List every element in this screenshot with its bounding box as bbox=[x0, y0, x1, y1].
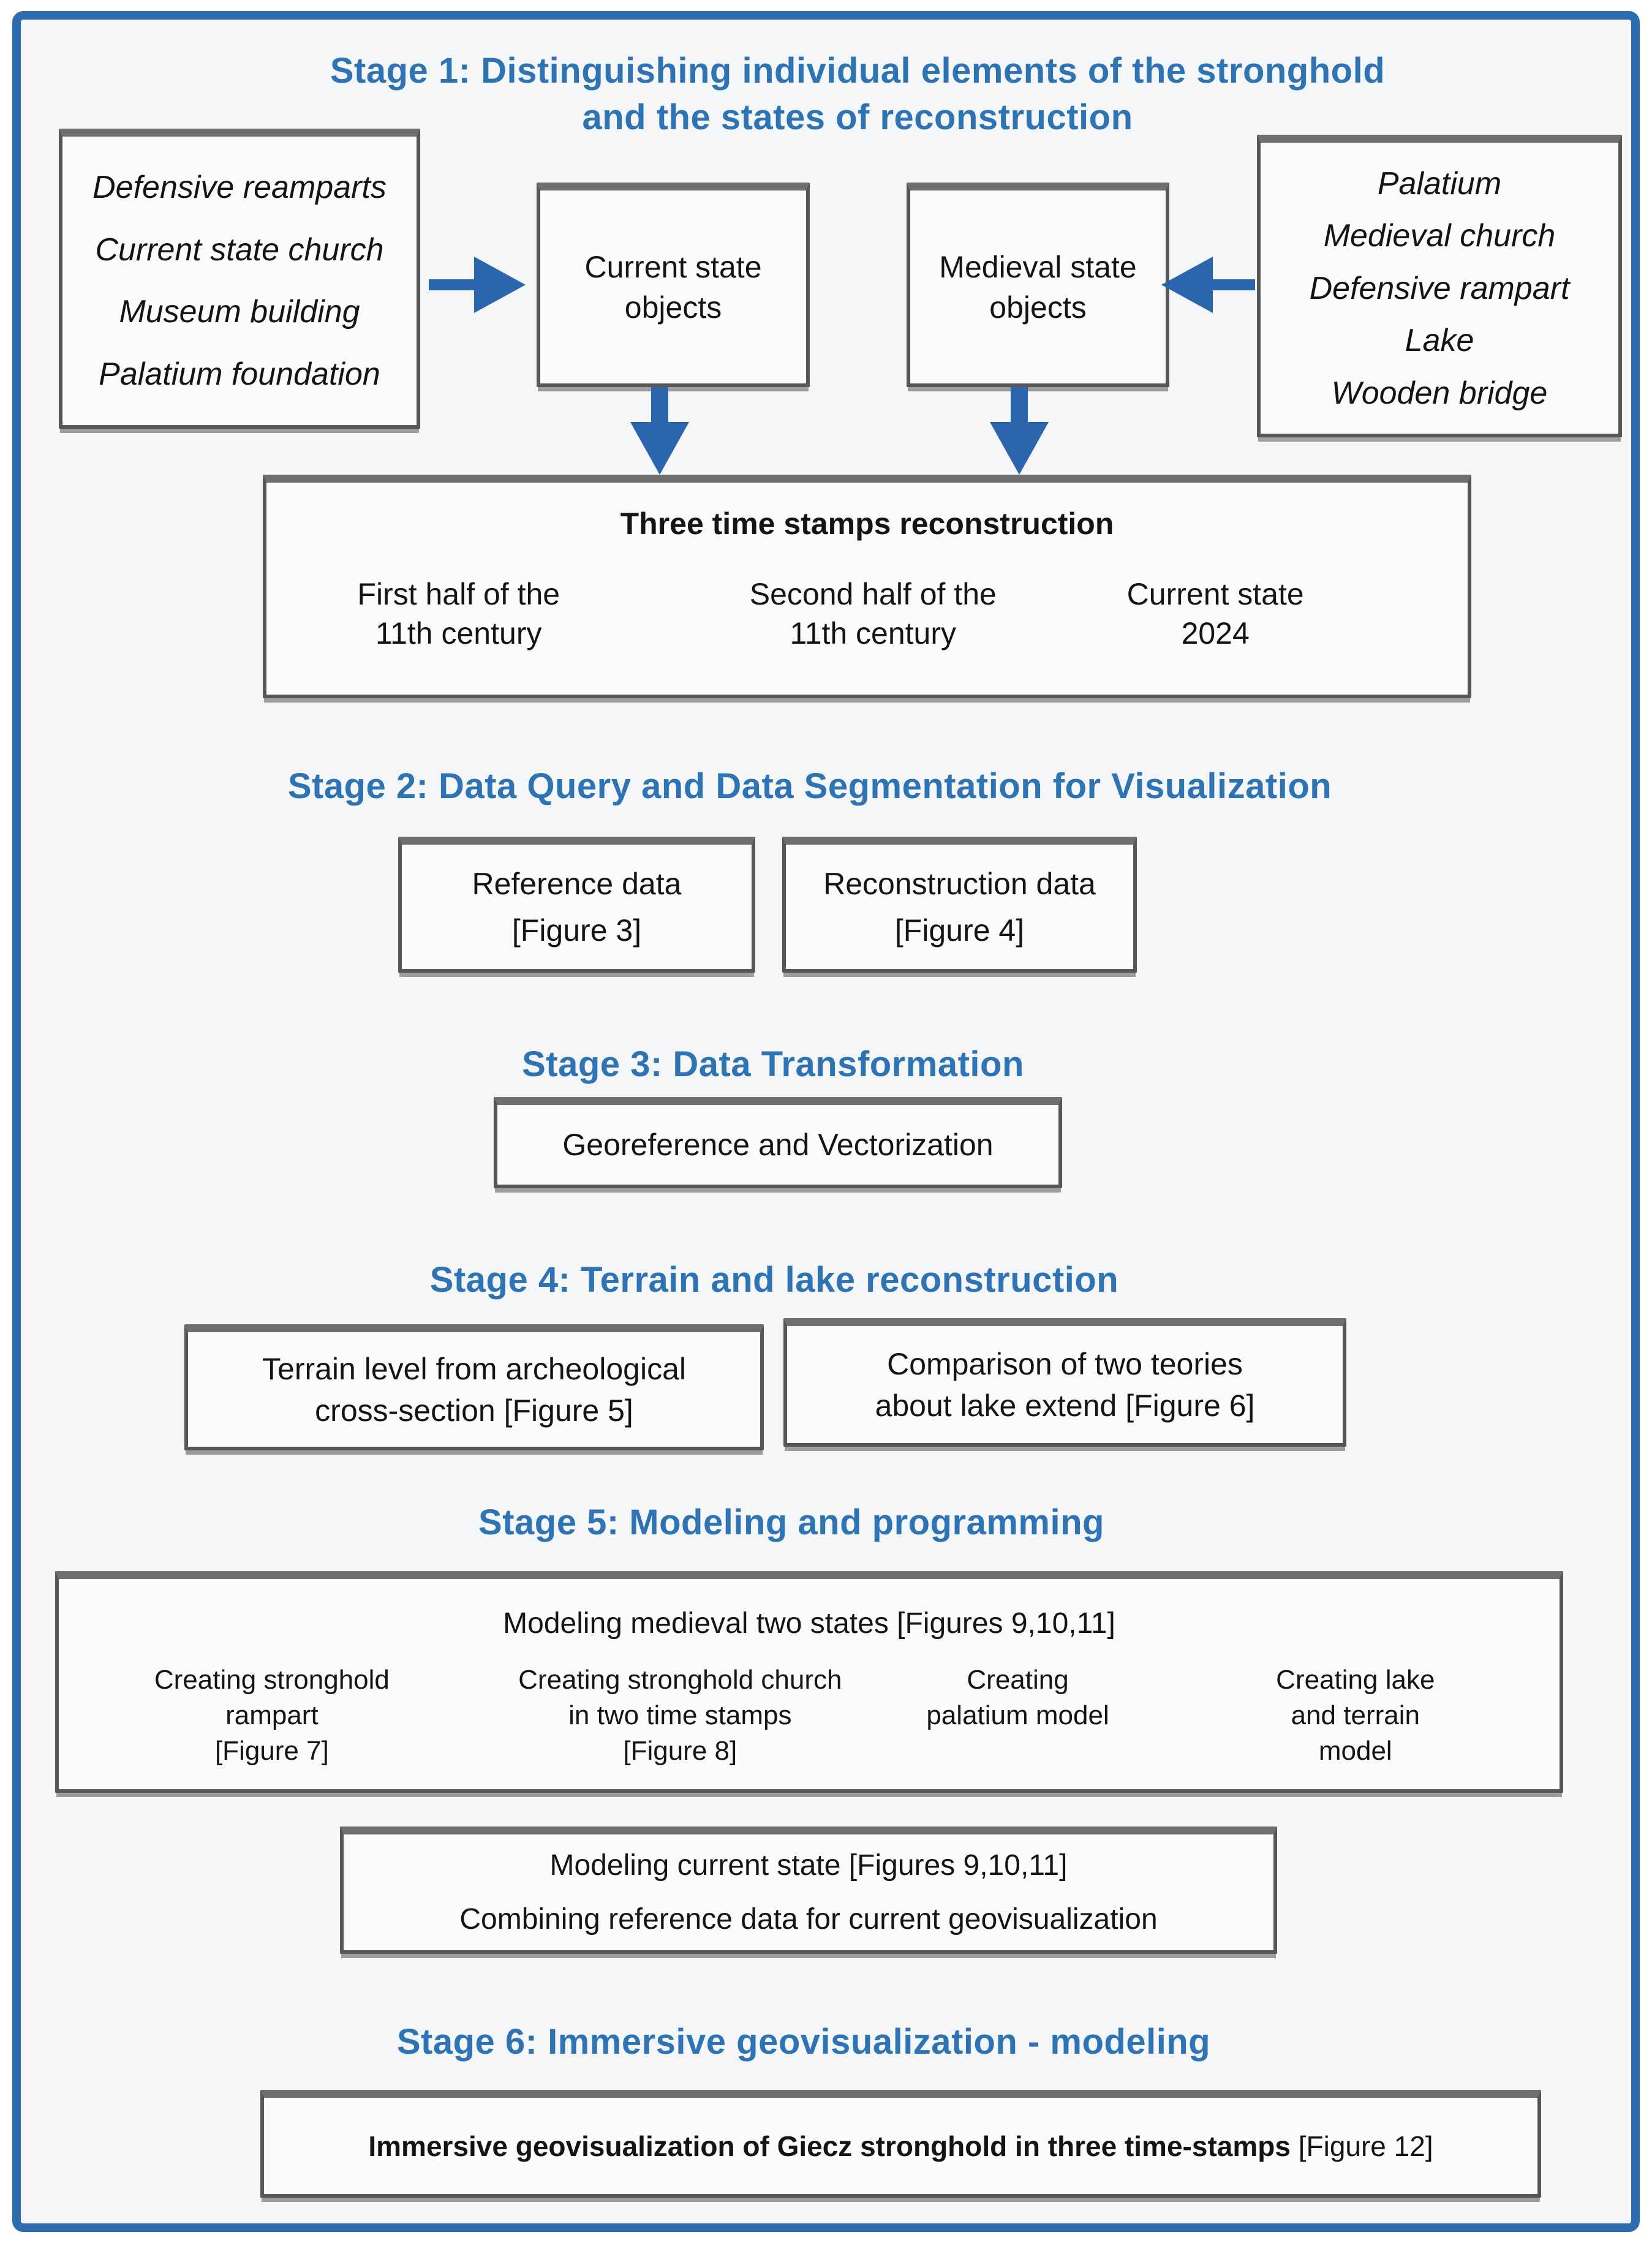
stage6-title: Stage 6: Immersive geovisualization - mo… bbox=[396, 2022, 1211, 2062]
box-line: Comparison of two teories bbox=[887, 1346, 1243, 1381]
box-figure-ref: [Figure 12] bbox=[1290, 2130, 1433, 2162]
arrow-right-icon bbox=[429, 257, 526, 313]
box-line: Modeling current state [Figures 9,10,11] bbox=[549, 1849, 1068, 1882]
col-line: and terrain model bbox=[1291, 1700, 1420, 1766]
arrow-down-icon bbox=[630, 387, 689, 475]
box-line: Georeference and Vectorization bbox=[562, 1128, 994, 1162]
col-line: palatium model bbox=[926, 1700, 1109, 1730]
timestamp-line: First half of the bbox=[357, 577, 560, 611]
creating-lake-terrain-item: Creating lake and terrain model bbox=[1253, 1662, 1457, 1769]
timestamp-first-half: First half of the 11th century bbox=[357, 575, 560, 653]
source-item: Current state church bbox=[95, 232, 384, 268]
arrow-tail bbox=[429, 279, 474, 290]
georeference-box: Georeference and Vectorization bbox=[494, 1097, 1062, 1188]
reference-data-box: Reference data [Figure 3] bbox=[398, 837, 755, 973]
medieval-state-sources-box: Palatium Medieval church Defensive rampa… bbox=[1257, 135, 1622, 437]
time-box-title: Three time stamps reconstruction bbox=[620, 507, 1114, 541]
col-line: Creating stronghold bbox=[154, 1665, 390, 1695]
current-state-sources-box: Defensive reamparts Current state church… bbox=[59, 129, 420, 429]
timestamp-line: Second half of the bbox=[749, 577, 997, 611]
arrow-head bbox=[1161, 257, 1213, 313]
box-line: cross-section [Figure 5] bbox=[315, 1393, 633, 1428]
source-item: Defensive rampart bbox=[1309, 270, 1570, 306]
box-line-bold: Immersive geovisualization of Giecz stro… bbox=[368, 2130, 1291, 2162]
three-time-stamps-box: Three time stamps reconstruction First h… bbox=[263, 475, 1471, 698]
lake-comparison-box: Comparison of two teories about lake ext… bbox=[783, 1318, 1346, 1447]
box-line: objects bbox=[989, 290, 1087, 325]
col-line: [Figure 7] bbox=[214, 1736, 329, 1766]
stage1-title: Stage 1: Distinguishing individual eleme… bbox=[63, 48, 1652, 141]
source-item: Palatium foundation bbox=[99, 356, 380, 393]
arrow-tail bbox=[651, 387, 668, 422]
source-item: Wooden bridge bbox=[1331, 375, 1548, 411]
box-line: about lake extend [Figure 6] bbox=[875, 1388, 1255, 1423]
arrow-tail bbox=[1011, 387, 1028, 422]
col-line: Creating stronghold church bbox=[518, 1665, 842, 1695]
col-line: Creating lake bbox=[1276, 1665, 1435, 1695]
source-item: Museum building bbox=[119, 294, 360, 330]
timestamp-line: 11th century bbox=[375, 616, 542, 650]
timestamp-line: 11th century bbox=[790, 616, 957, 650]
box-line: Medieval state bbox=[939, 249, 1137, 284]
arrow-left-icon bbox=[1161, 257, 1255, 313]
creating-church-item: Creating stronghold church in two time s… bbox=[518, 1662, 842, 1769]
current-modeling-box: Modeling current state [Figures 9,10,11]… bbox=[340, 1826, 1277, 1954]
current-state-objects-box: Current state objects bbox=[537, 183, 810, 387]
arrow-down-icon bbox=[990, 387, 1049, 475]
arrow-tail bbox=[1213, 279, 1255, 290]
source-item: Palatium bbox=[1377, 165, 1502, 202]
stage1-title-line2: and the states of reconstruction bbox=[582, 97, 1133, 137]
immersive-geovisualization-box: Immersive geovisualization of Giecz stro… bbox=[260, 2090, 1541, 2198]
medieval-modeling-box: Modeling medieval two states [Figures 9,… bbox=[55, 1571, 1563, 1793]
terrain-level-box: Terrain level from archeological cross-s… bbox=[184, 1324, 764, 1450]
box-line: Terrain level from archeological bbox=[262, 1351, 686, 1386]
box-line: Current state bbox=[584, 249, 762, 284]
timestamp-line: 2024 bbox=[1181, 616, 1250, 650]
stage3-title: Stage 3: Data Transformation bbox=[522, 1044, 1024, 1084]
box-line: [Figure 4] bbox=[894, 913, 1025, 948]
source-item: Lake bbox=[1405, 323, 1474, 358]
timestamp-line: Current state bbox=[1126, 577, 1304, 611]
source-item: Defensive reamparts bbox=[92, 169, 387, 205]
source-item: Medieval church bbox=[1323, 218, 1556, 254]
arrow-head bbox=[474, 257, 526, 313]
stage4-title: Stage 4: Terrain and lake reconstruction bbox=[429, 1260, 1119, 1300]
box-line: objects bbox=[624, 290, 722, 325]
stage5-title: Stage 5: Modeling and programming bbox=[478, 1502, 1104, 1542]
reconstruction-data-box: Reconstruction data [Figure 4] bbox=[782, 837, 1137, 973]
medieval-modeling-header: Modeling medieval two states [Figures 9,… bbox=[503, 1607, 1115, 1640]
box-line: [Figure 3] bbox=[511, 913, 642, 948]
stage2-title: Stage 2: Data Query and Data Segmentatio… bbox=[287, 766, 1332, 806]
col-line: in two time stamps bbox=[568, 1700, 792, 1730]
timestamp-second-half: Second half of the 11th century bbox=[750, 575, 997, 653]
col-line: rampart bbox=[225, 1700, 319, 1730]
box-line: Combining reference data for current geo… bbox=[459, 1902, 1158, 1936]
box-line: Reconstruction data bbox=[823, 866, 1096, 901]
arrow-head bbox=[630, 422, 689, 475]
col-line: Creating bbox=[967, 1665, 1069, 1695]
col-line: [Figure 8] bbox=[623, 1736, 737, 1766]
box-line: Reference data bbox=[472, 866, 682, 901]
creating-palatium-item: Creating palatium model bbox=[926, 1662, 1109, 1733]
medieval-state-objects-box: Medieval state objects bbox=[907, 183, 1169, 387]
arrow-head bbox=[990, 422, 1049, 475]
creating-rampart-item: Creating stronghold rampart [Figure 7] bbox=[154, 1662, 390, 1769]
stage1-title-line1: Stage 1: Distinguishing individual eleme… bbox=[330, 51, 1386, 91]
timestamp-current-state: Current state 2024 bbox=[1127, 575, 1304, 653]
